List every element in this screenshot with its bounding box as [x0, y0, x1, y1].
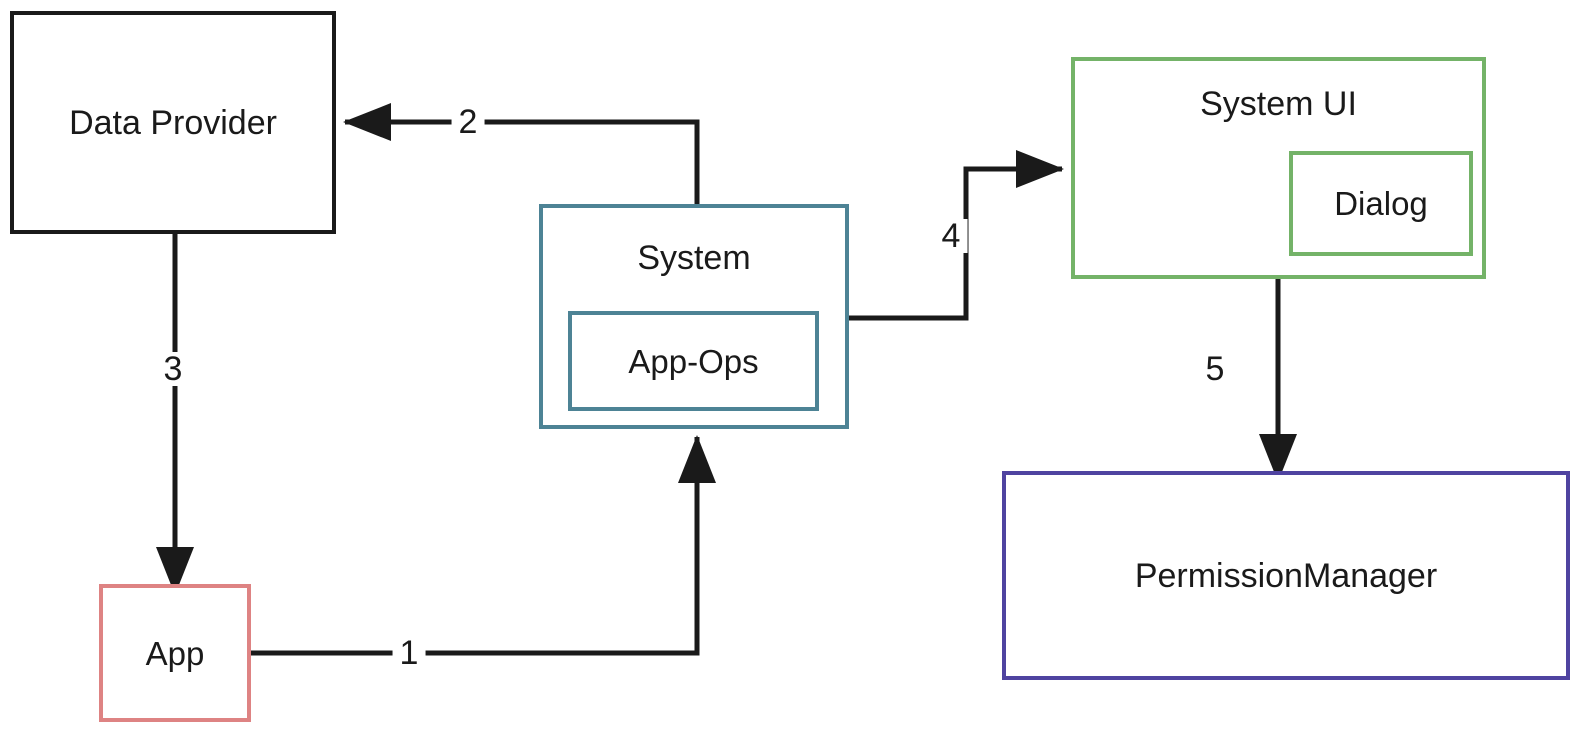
node-app-ops[interactable]: App-Ops [568, 311, 819, 411]
edge-4-label: 4 [934, 219, 968, 253]
node-system-ui-label: System UI [1200, 85, 1357, 123]
node-app-label: App [145, 634, 205, 672]
edge-2-label: 2 [451, 105, 485, 139]
node-permission-manager-label: PermissionManager [1134, 556, 1438, 595]
node-app[interactable]: App [99, 584, 251, 722]
node-system-label: System [637, 239, 751, 277]
node-permission-manager[interactable]: PermissionManager [1002, 471, 1570, 680]
node-dialog[interactable]: Dialog [1289, 151, 1473, 256]
node-data-provider[interactable]: Data Provider [10, 11, 336, 234]
edge-1-path [251, 434, 716, 656]
edge-2-path [342, 103, 700, 204]
edge-5-label: 5 [1198, 352, 1232, 386]
edge-1-label: 1 [392, 636, 426, 670]
node-dialog-label: Dialog [1334, 185, 1428, 222]
node-app-ops-label: App-Ops [628, 342, 759, 380]
node-data-provider-label: Data Provider [69, 103, 277, 142]
edge-3-label: 3 [156, 352, 190, 386]
